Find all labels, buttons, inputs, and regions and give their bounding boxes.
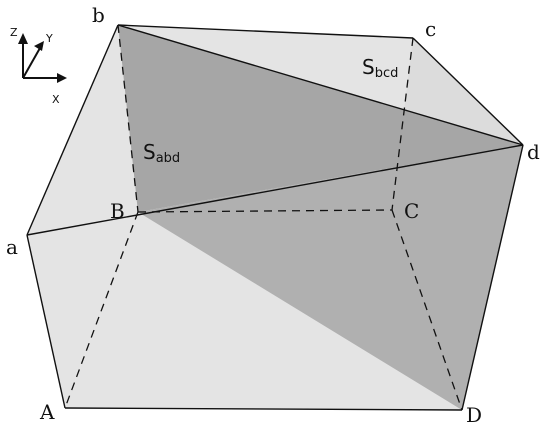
label-c: c (425, 17, 436, 41)
axis-y-label: Y (45, 32, 53, 45)
label-B: B (110, 199, 125, 223)
edge-bB (117, 24, 139, 213)
area-label-abd: Sabd (143, 140, 180, 166)
edge-dD (461, 144, 524, 411)
axis-z-label: Z (10, 26, 18, 39)
edge-AD (64, 407, 463, 411)
label-b: b (92, 3, 105, 27)
area-label-bcd: Sbcd (362, 55, 398, 81)
axis-x-label: X (52, 93, 60, 106)
label-a: a (6, 235, 18, 259)
edge-BA (64, 211, 139, 409)
edge-cd (412, 37, 524, 146)
edge-CD (391, 209, 463, 411)
plane-bBd (118, 25, 523, 212)
edge-BC (137, 209, 393, 213)
edge-bd (117, 24, 524, 146)
edge-aA (26, 234, 66, 409)
label-D: D (466, 403, 482, 427)
label-A: A (39, 400, 55, 424)
edge-ad (26, 144, 524, 236)
label-C: C (404, 199, 419, 223)
plane-Bdd (138, 145, 523, 410)
edge-bc (117, 24, 414, 39)
edge-ab (26, 24, 119, 236)
axis-triad: Z Y X (10, 26, 67, 106)
label-d: d (527, 140, 540, 164)
edge-cC (391, 37, 414, 211)
